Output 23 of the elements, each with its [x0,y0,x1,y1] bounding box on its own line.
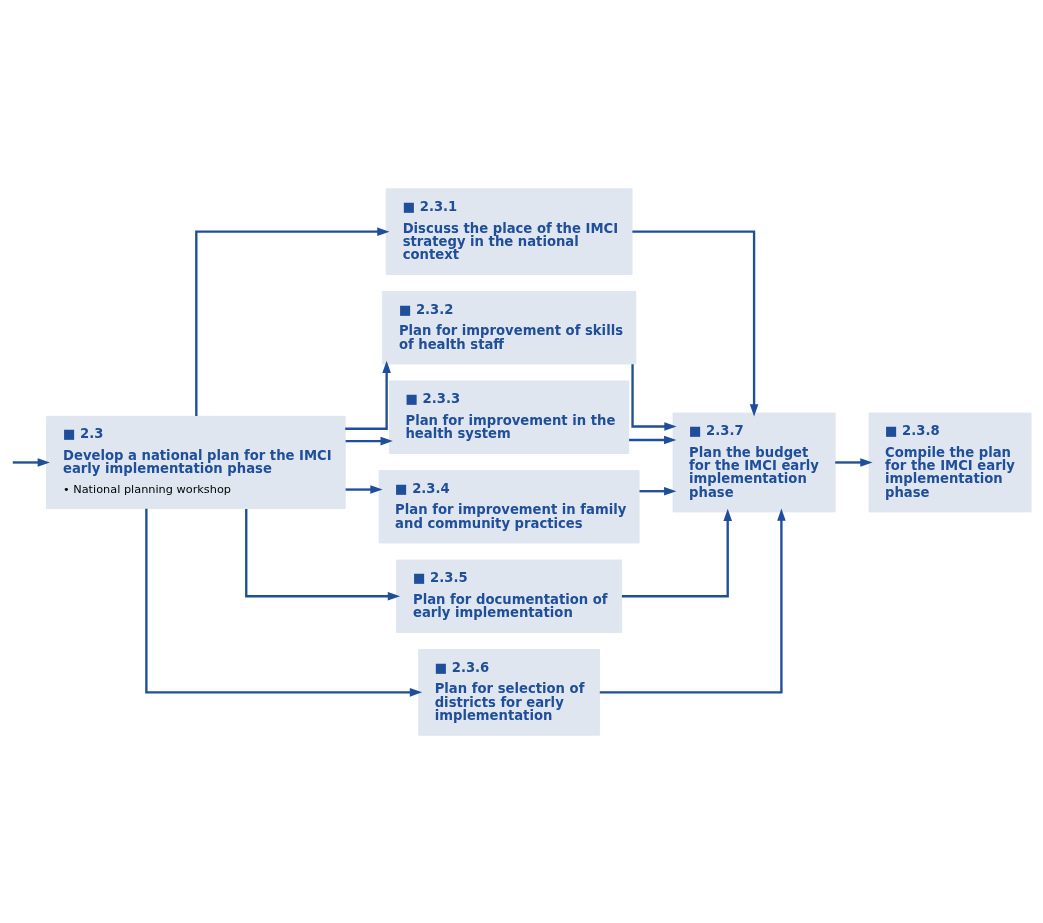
arrow [145,508,423,697]
arrow [345,436,393,445]
node-box: ■ 2.3.7 Plan the budget for the IMCI early implementation phase [672,412,836,512]
arrow [345,484,383,494]
arrow [245,508,401,601]
arrow [629,435,677,444]
node-box: ■ 2.3.8 Compile the plan for the IMCI early implementation phase [868,412,1032,512]
arrow [631,363,677,431]
node-box: ■ 2.3.3 Plan for improvement in the health system [389,380,630,454]
arrow [345,360,391,430]
arrow [621,508,732,597]
node-box: ■ 2.3.6 Plan for selection of districts for early implementation [418,648,601,736]
node-box: ■ 2.3 Develop a national plan for the IMCI early implementation phase • National planning workshop [46,415,346,509]
arrow [599,508,786,694]
node-box: ■ 2.3.5 Plan for documentation of early implementation [396,559,623,633]
arrow [835,457,873,467]
node-box: ■ 2.3.2 Plan for improvement of skills of health staff [381,290,637,364]
node-box: ■ 2.3.4 Plan for improvement in family and community practices [378,469,640,543]
arrow [12,457,50,467]
arrow [195,226,390,416]
arrow [639,486,677,495]
arrow [632,229,759,417]
node-box: ■ 2.3.1 Discuss the place of the IMCI strategy in the national context [385,187,633,275]
